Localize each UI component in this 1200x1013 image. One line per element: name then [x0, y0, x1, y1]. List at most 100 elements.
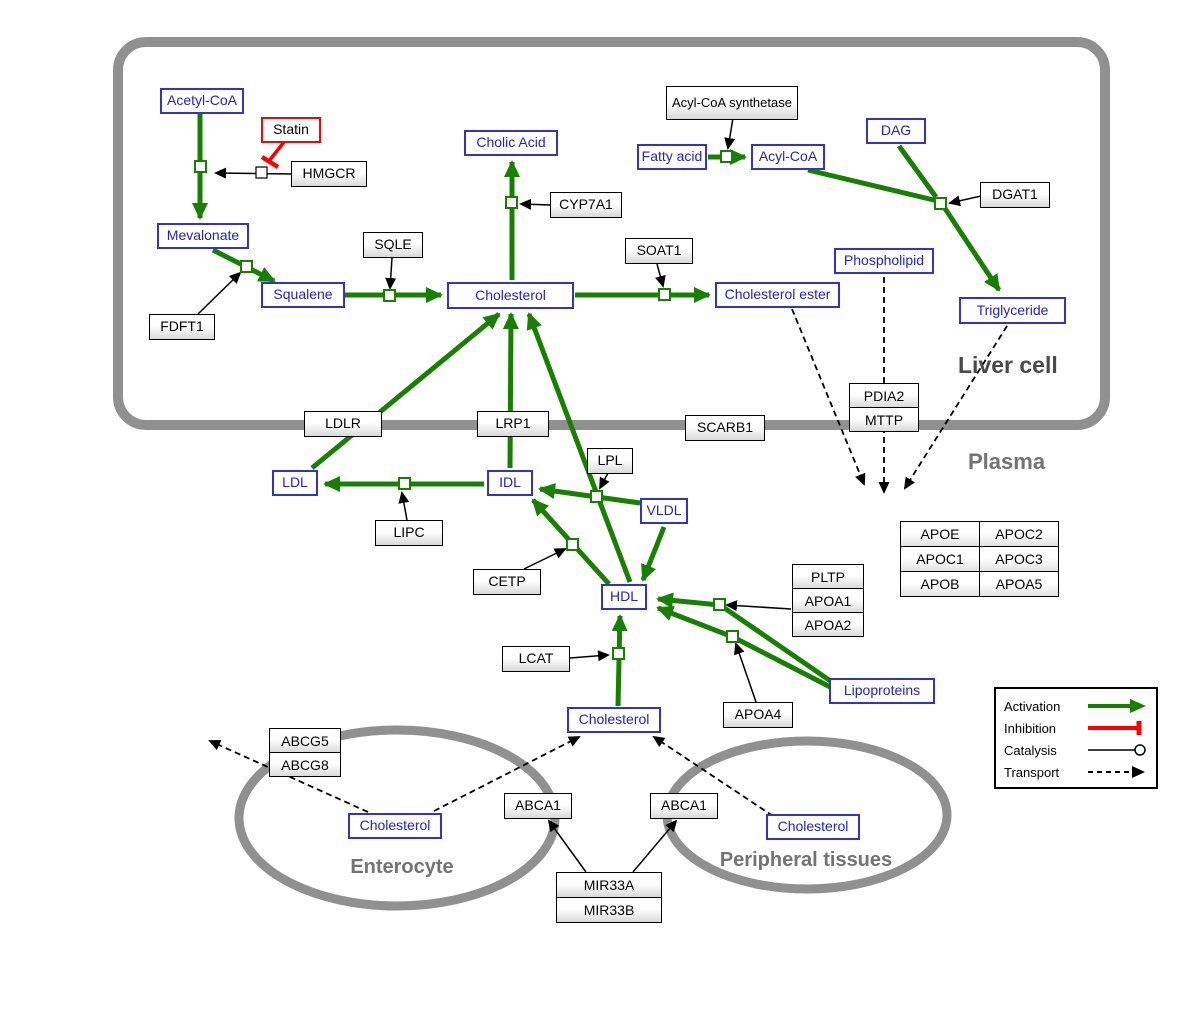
node-lipc[interactable]: LIPC	[375, 520, 443, 546]
edge-mir33-abca1-left	[547, 819, 587, 873]
node-cholesterol-plasma[interactable]: Cholesterol	[567, 707, 661, 733]
edge-idl-cholesterol	[502, 312, 519, 469]
edge-mir33-abca1-right	[632, 819, 678, 873]
transport-enterocyte-cholesterol	[433, 736, 581, 812]
catalysis-lpl	[599, 472, 610, 490]
anchor-lpl-reaction	[590, 490, 603, 503]
group-abcg5-abcg8: ABCG5 ABCG8	[269, 728, 341, 777]
node-apoc2[interactable]: APOC2	[979, 521, 1059, 547]
catalysis-lipc	[398, 491, 410, 521]
node-fatty-acid[interactable]: Fatty acid	[637, 144, 707, 170]
node-pdia2[interactable]: PDIA2	[849, 383, 919, 408]
node-abca1-enterocyte[interactable]: ABCA1	[504, 793, 572, 819]
node-cholesterol-peripheral[interactable]: Cholesterol	[766, 814, 860, 840]
anchor-cyp7a1-reaction	[505, 196, 518, 209]
edge-dag-dgat1	[896, 144, 939, 199]
node-hmgcr[interactable]: HMGCR	[291, 161, 367, 187]
node-cholesterol-liver[interactable]: Cholesterol	[447, 282, 574, 309]
catalysis-circle-icon	[1088, 744, 1146, 756]
node-scarb1[interactable]: SCARB1	[685, 415, 765, 441]
catalysis-lcat	[569, 650, 610, 662]
transport-triglyceride-plasma	[903, 325, 1008, 490]
edge-dgat1-triglyceride	[941, 205, 1002, 292]
node-ldl[interactable]: LDL	[272, 470, 318, 496]
anchor-acylcoa-synthetase-reaction	[720, 150, 733, 163]
node-cyp7a1[interactable]: CYP7A1	[550, 192, 622, 218]
activation-arrow-icon	[1088, 699, 1146, 713]
node-pltp[interactable]: PLTP	[792, 564, 864, 589]
node-lipoproteins[interactable]: Lipoproteins	[829, 678, 935, 704]
node-apoa5[interactable]: APOA5	[979, 571, 1059, 597]
legend-activation-label: Activation	[1004, 698, 1061, 714]
node-phospholipid[interactable]: Phospholipid	[834, 248, 934, 274]
anchor-dgat1-reaction	[934, 197, 947, 210]
anchor-fdft1-reaction	[240, 260, 253, 273]
anchor-soat1-reaction	[658, 288, 671, 301]
node-statin[interactable]: Statin	[261, 117, 321, 143]
node-lrp1[interactable]: LRP1	[477, 411, 549, 437]
node-apoc1[interactable]: APOC1	[900, 546, 980, 572]
node-acyl-coa[interactable]: Acyl-CoA	[751, 144, 825, 170]
node-apoa1[interactable]: APOA1	[792, 588, 864, 613]
node-cholesterol-ester[interactable]: Cholesterol ester	[715, 282, 840, 308]
anchor-lcat-reaction	[612, 647, 625, 660]
node-cholesterol-enterocyte[interactable]: Cholesterol	[348, 813, 442, 839]
node-apoa4[interactable]: APOA4	[723, 702, 793, 728]
inhibition-tbar-icon	[1088, 721, 1142, 735]
legend: Activation Inhibition Catalysis Transpor…	[994, 687, 1158, 789]
catalysis-acylcoa-synthetase	[724, 117, 736, 150]
catalysis-cyp7a1	[519, 198, 551, 210]
node-mevalonate[interactable]: Mevalonate	[157, 223, 249, 249]
node-mir33b[interactable]: MIR33B	[556, 897, 662, 923]
group-pltp-apoa1-apoa2: PLTP APOA1 APOA2	[792, 564, 864, 637]
group-mir33: MIR33A MIR33B	[556, 872, 662, 923]
node-abcg8[interactable]: ABCG8	[269, 752, 341, 777]
enterocyte-label: Enterocyte	[350, 856, 454, 878]
legend-inhibition-row: Inhibition	[1004, 717, 1148, 739]
node-triglyceride[interactable]: Triglyceride	[959, 297, 1066, 324]
node-lpl[interactable]: LPL	[587, 448, 633, 474]
catalysis-dgat1	[948, 195, 982, 207]
node-lcat[interactable]: LCAT	[502, 646, 570, 672]
node-squalene[interactable]: Squalene	[261, 282, 345, 308]
anchor-apoa4-reaction	[726, 630, 739, 643]
node-ldlr[interactable]: LDLR	[304, 411, 382, 437]
catalysis-apoa4	[734, 642, 757, 703]
node-fdft1[interactable]: FDFT1	[149, 314, 215, 340]
group-pdia2-mttp: PDIA2 MTTP	[849, 383, 919, 432]
node-mir33a[interactable]: MIR33A	[556, 872, 662, 898]
node-vldl[interactable]: VLDL	[640, 498, 688, 524]
node-acetyl-coa[interactable]: Acetyl-CoA	[160, 88, 244, 114]
node-dag[interactable]: DAG	[866, 118, 926, 144]
liver-cell-label: Liver cell	[958, 352, 1058, 378]
anchor-sqle-reaction	[383, 289, 396, 302]
node-apoc3[interactable]: APOC3	[979, 546, 1059, 572]
plasma-label: Plasma	[968, 449, 1046, 474]
node-cetp[interactable]: CETP	[473, 569, 541, 595]
node-apoa2[interactable]: APOA2	[792, 612, 864, 637]
node-apob[interactable]: APOB	[900, 571, 980, 597]
legend-inhibition-label: Inhibition	[1004, 720, 1057, 736]
anchor-cetp-reaction	[566, 538, 579, 551]
node-abcg5[interactable]: ABCG5	[269, 728, 341, 753]
catalysis-pltp-apoa	[725, 600, 792, 612]
node-sqle[interactable]: SQLE	[363, 232, 423, 258]
legend-catalysis-label: Catalysis	[1004, 742, 1057, 758]
node-mttp[interactable]: MTTP	[849, 407, 919, 432]
anchor-lipc-reaction	[398, 477, 411, 490]
edge-cholesterol-hdl-lcat	[611, 614, 628, 707]
node-idl[interactable]: IDL	[487, 470, 533, 496]
node-acyl-coa-synthetase[interactable]: Acyl-CoA synthetase	[666, 86, 798, 120]
node-apoe[interactable]: APOE	[900, 521, 980, 547]
edge-ldl-cholesterol	[310, 312, 501, 470]
legend-catalysis-row: Catalysis	[1004, 739, 1148, 761]
node-abca1-peripheral[interactable]: ABCA1	[650, 793, 718, 819]
catalysis-hmgcr	[214, 167, 293, 179]
node-dgat1[interactable]: DGAT1	[980, 182, 1050, 208]
node-cholic-acid[interactable]: Cholic Acid	[464, 130, 558, 156]
catalysis-sqle	[385, 257, 397, 290]
node-hdl[interactable]: HDL	[601, 584, 647, 610]
node-soat1[interactable]: SOAT1	[625, 238, 693, 264]
